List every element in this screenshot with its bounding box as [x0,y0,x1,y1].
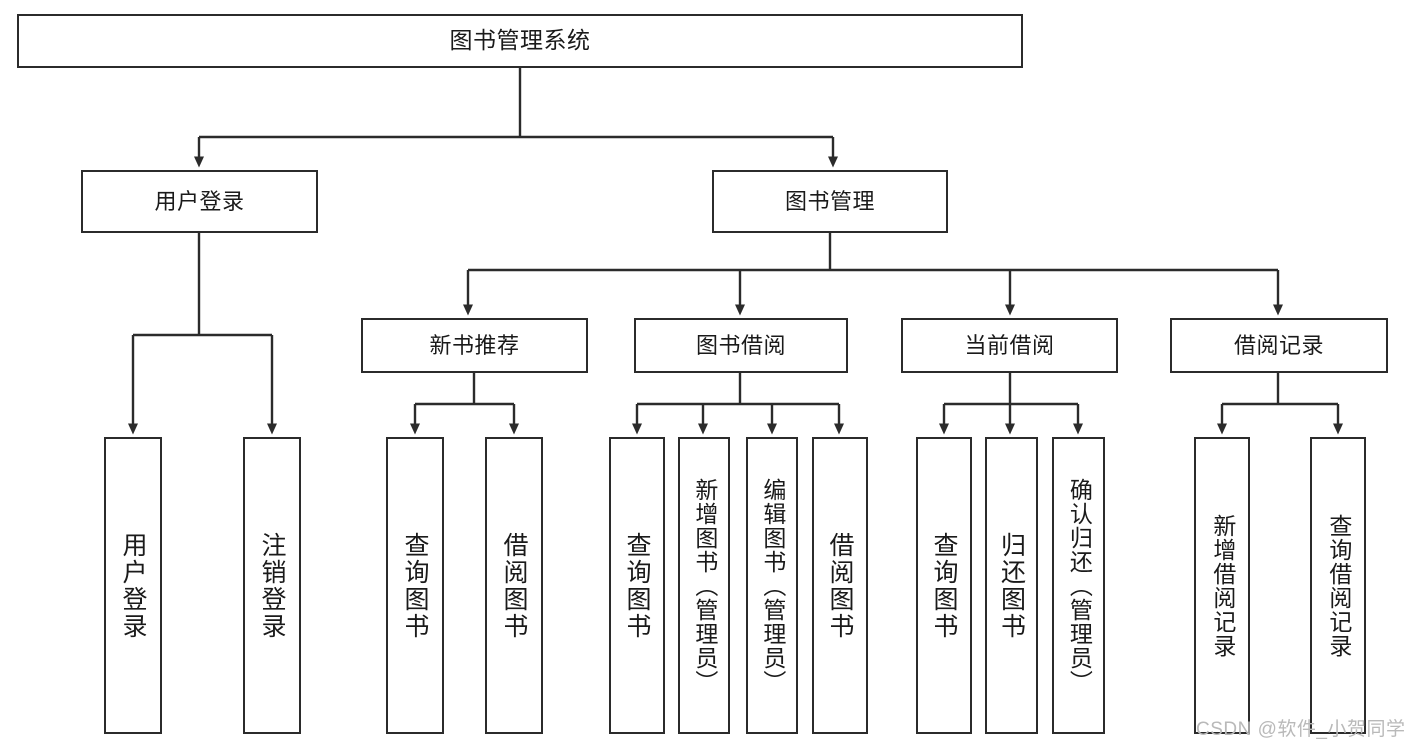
leaf-edit-book-admin[interactable]: 编辑图书（管理员） [746,437,798,734]
node-label: 查询借阅记录 [1325,513,1352,658]
node-label: 图书管理 [784,188,875,214]
leaf-query-borrow-record[interactable]: 查询借阅记录 [1310,437,1366,734]
node-user-login[interactable]: 用户登录 [81,170,318,233]
leaf-confirm-return-admin[interactable]: 确认归还（管理员） [1052,437,1105,734]
node-borrow-record[interactable]: 借阅记录 [1170,318,1388,373]
leaf-query-book-3[interactable]: 查询图书 [916,437,972,734]
leaf-query-book-1[interactable]: 查询图书 [386,437,444,734]
leaf-add-borrow-record[interactable]: 新增借阅记录 [1194,437,1250,734]
leaf-query-book-2[interactable]: 查询图书 [609,437,665,734]
leaf-user-login[interactable]: 用户登录 [104,437,162,734]
node-new-book-recommend[interactable]: 新书推荐 [361,318,588,373]
leaf-borrow-book-1[interactable]: 借阅图书 [485,437,543,734]
node-label: 图书管理系统 [449,27,591,54]
node-label: 编辑图书（管理员） [759,477,786,694]
node-label: 确认归还（管理员） [1066,477,1093,694]
watermark: CSDN @软件_小贺同学 [1196,719,1405,740]
node-label: 当前借阅 [964,332,1055,358]
node-label: 借阅记录 [1233,332,1324,358]
node-label: 注销登录 [258,531,286,640]
leaf-user-logout[interactable]: 注销登录 [243,437,301,734]
node-label: 查询图书 [401,531,429,640]
leaf-add-book-admin[interactable]: 新增图书（管理员） [678,437,730,734]
node-label: 新增借阅记录 [1209,513,1236,658]
node-root-book-management-system[interactable]: 图书管理系统 [17,14,1023,68]
node-label: 查询图书 [623,531,651,640]
leaf-borrow-book-2[interactable]: 借阅图书 [812,437,868,734]
node-label: 查询图书 [930,531,958,640]
node-label: 新增图书（管理员） [691,477,718,694]
node-label: 归还图书 [997,531,1026,640]
node-book-borrow[interactable]: 图书借阅 [634,318,848,373]
node-book-management[interactable]: 图书管理 [712,170,948,233]
node-label: 借阅图书 [826,531,854,640]
node-label: 新书推荐 [429,332,520,358]
node-current-borrow[interactable]: 当前借阅 [901,318,1118,373]
node-label: 借阅图书 [500,531,528,640]
node-label: 用户登录 [119,531,147,640]
node-label: 图书借阅 [695,332,786,358]
node-label: 用户登录 [154,188,245,214]
leaf-return-book[interactable]: 归还图书 [985,437,1038,734]
